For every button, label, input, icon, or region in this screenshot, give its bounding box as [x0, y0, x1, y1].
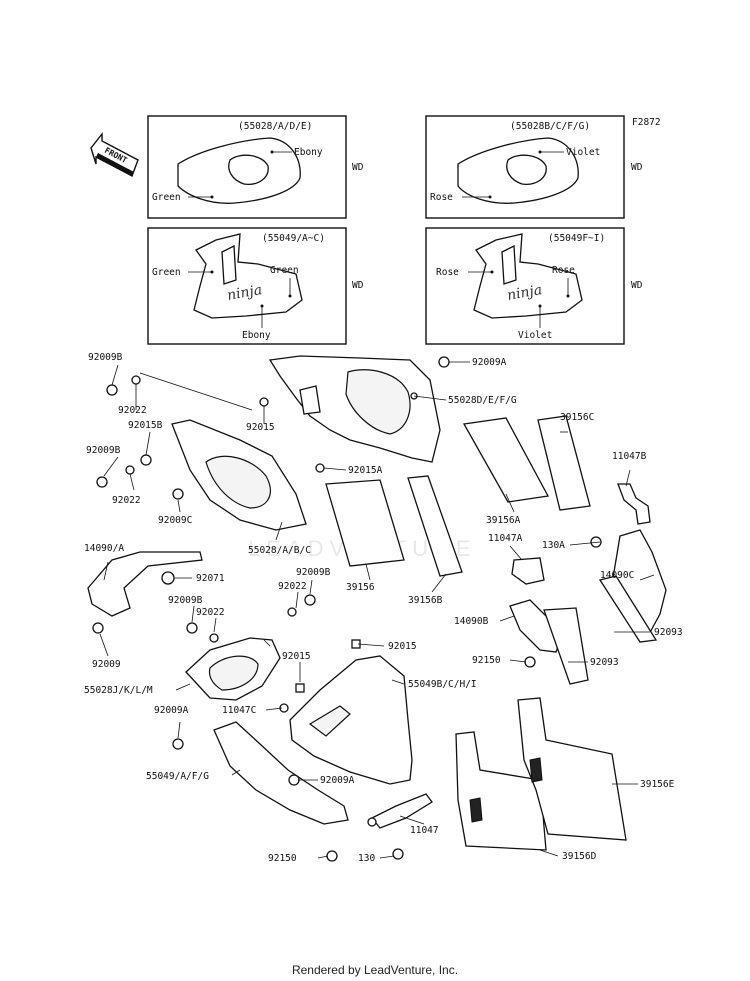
part-label-39156E: 39156E [640, 779, 675, 790]
trim-92093-a [598, 575, 658, 643]
part-label-92009A-1: 92009A [472, 357, 507, 368]
variant-box-3-code: (55049/A~C) [262, 233, 325, 244]
part-label-130A: 130A [542, 540, 565, 551]
variant-box-2-color-a: Violet [566, 147, 600, 158]
pad-39156A [462, 417, 550, 503]
bracket-11047A [511, 557, 545, 585]
part-label-39156C: 39156C [560, 412, 594, 423]
part-label-14090A: 14090/A [84, 543, 124, 554]
variant-box-3-color-a: Green [152, 267, 181, 278]
part-label-92093-2: 92093 [590, 657, 619, 668]
front-arrow-icon: FRONT [90, 131, 139, 177]
variant-box-1-wd: WD [352, 162, 364, 173]
part-label-55049AFG: 55049/A/F/G [146, 771, 209, 782]
part-label-92015-2: 92015 [388, 641, 417, 652]
variant-box-3-color-b: Green [270, 265, 299, 276]
upper-outer-cowl [171, 419, 307, 531]
part-label-39156: 39156 [346, 582, 375, 593]
variant-box-4-color-c: Violet [518, 330, 552, 341]
part-label-14090C: 14090C [600, 570, 634, 581]
lower-cowl-right [289, 655, 413, 785]
svg-text:ninja: ninja [226, 282, 263, 304]
variant-box-4-wd: WD [631, 280, 643, 291]
part-label-92015B: 92015B [128, 420, 163, 431]
part-label-92009A-2: 92009A [320, 775, 355, 786]
part-label-92009C: 92009C [158, 515, 192, 526]
variant-box-3: (55049/A~C) ninja Green Green Ebony [147, 227, 347, 345]
part-label-55049BCHI: 55049B/C/H/I [408, 679, 477, 690]
part-label-92015-1: 92015 [246, 422, 275, 433]
part-label-130: 130 [358, 853, 375, 864]
variant-box-2-code: (55028B/C/F/G) [510, 121, 590, 132]
part-label-55028DEFG: 55028D/E/F/G [448, 395, 517, 406]
part-label-14090B: 14090B [454, 616, 489, 627]
part-label-92150-1: 92150 [472, 655, 501, 666]
footer-credit: Rendered by LeadVenture, Inc. [291, 963, 459, 977]
part-label-92009B-3: 92009B [296, 567, 331, 578]
variant-box-1-code: (55028/A/D/E) [238, 121, 312, 132]
part-label-92093-1: 92093 [654, 627, 683, 638]
part-label-39156A: 39156A [486, 515, 521, 526]
part-label-92022-3: 92022 [278, 581, 307, 592]
part-label-55028ABC: 55028/A/B/C [248, 545, 311, 556]
pad-39156C [537, 415, 591, 511]
part-label-11047A: 11047A [488, 533, 523, 544]
part-label-11047: 11047 [410, 825, 439, 836]
variant-box-1-color-a: Ebony [294, 147, 323, 158]
bolt-icon [92, 356, 602, 862]
part-label-55028JKLM: 55028J/K/L/M [84, 685, 153, 696]
upper-inner-cowl [268, 355, 441, 463]
part-label-11047B: 11047B [612, 451, 647, 462]
variant-box-2-color-b: Rose [430, 192, 453, 203]
grommet-92071 [161, 571, 175, 585]
part-label-92071: 92071 [196, 573, 225, 584]
variant-box-2-wd: WD [631, 162, 643, 173]
variant-box-4: (55049F~I) ninja Rose Rose Violet [425, 227, 625, 345]
figure-code: F2872 [632, 117, 661, 128]
lower-front-panel [185, 637, 281, 701]
variant-box-1-color-b: Green [152, 192, 181, 203]
pad-39156B [407, 475, 463, 577]
lower-cowl-left [213, 721, 349, 825]
variant-box-4-color-a: Rose [436, 267, 459, 278]
bracket-11047B [617, 483, 651, 525]
part-label-92009: 92009 [92, 659, 121, 670]
variant-box-2: (55028B/C/F/G) Violet Rose [425, 115, 625, 219]
part-label-92009B-4: 92009B [168, 595, 203, 606]
part-label-11047C: 11047C [222, 705, 256, 716]
svg-text:ninja: ninja [506, 282, 543, 304]
part-label-92009B-2: 92009B [86, 445, 121, 456]
part-label-92009B-1: 92009B [88, 352, 123, 363]
trim-92093-b [543, 607, 589, 685]
part-label-92015-3: 92015 [282, 651, 311, 662]
part-label-92150-2: 92150 [268, 853, 297, 864]
leader-lines [99, 361, 655, 859]
part-label-92022-4: 92022 [196, 607, 225, 618]
variant-box-3-color-c: Ebony [242, 330, 271, 341]
part-label-39156D: 39156D [562, 851, 597, 862]
pad-39156E [517, 697, 627, 841]
variant-box-4-color-b: Rose [552, 265, 575, 276]
part-label-92022-2: 92022 [112, 495, 141, 506]
stay-14090A [87, 551, 203, 617]
bracket-11047 [370, 793, 433, 829]
part-label-39156B: 39156B [408, 595, 443, 606]
part-label-92015A: 92015A [348, 465, 383, 476]
part-label-92022-1: 92022 [118, 405, 147, 416]
variant-box-3-wd: WD [352, 280, 364, 291]
variant-box-1: (55028/A/D/E) Ebony Green [147, 115, 347, 219]
part-label-92009A-3: 92009A [154, 705, 189, 716]
variant-box-4-code: (55049F~I) [548, 233, 605, 244]
pad-39156 [325, 479, 405, 567]
